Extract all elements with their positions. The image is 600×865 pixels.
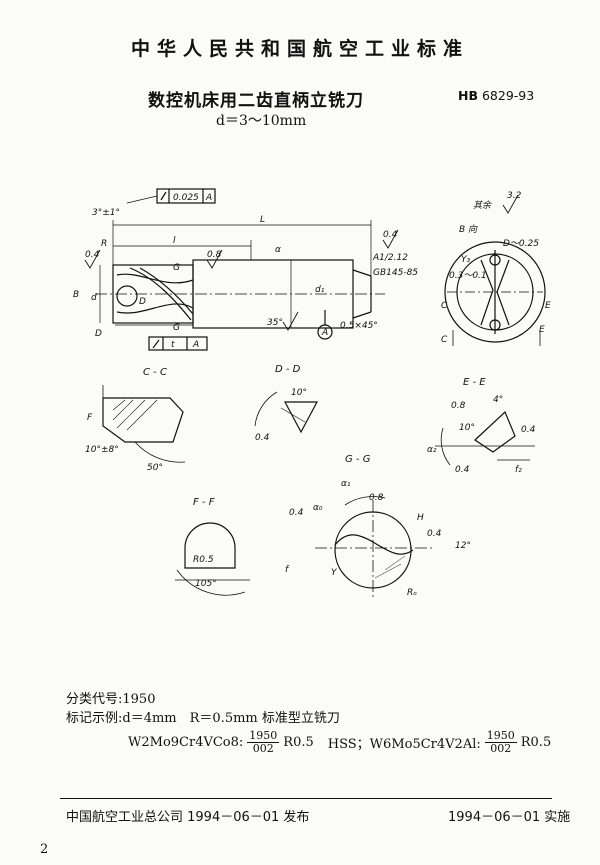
ee-r3-label: 0.4 (455, 465, 470, 475)
dim-d-label: d (91, 293, 97, 303)
formula-left-suffix: R0.5 (283, 735, 314, 750)
issued-by: 中国航空工业总公司 1994－06－01 发布 (66, 810, 310, 825)
document-title: 数控机床用二齿直柄立铣刀 (148, 91, 364, 111)
gg-r04b-label: 0.4 (427, 529, 442, 539)
gg-y-label: Y (331, 568, 338, 578)
roughness-rest-label: 其余 (473, 200, 492, 211)
view-b-val: 0.3～0.1 (449, 271, 487, 281)
standard-prefix: HB (458, 88, 478, 103)
section-d-label: D (95, 329, 102, 339)
formula-right-suffix: R0.5 (520, 735, 552, 750)
ee-angle2-label: 10° (459, 423, 475, 433)
standard-code: HB 6829-93 (458, 88, 534, 103)
view-b-c2: C (441, 335, 448, 345)
formula-left-fraction: 1950 002 (247, 729, 280, 755)
section-ee-title: E - E (463, 377, 486, 388)
marking-example: 标记示例:d＝4mm R＝0.5mm 标准型立铣刀 (66, 711, 340, 726)
helix-angle: 35° (267, 318, 283, 328)
formula-left-denominator: 002 (252, 742, 274, 755)
implementation-date: 1994－06－01 实施 (448, 810, 571, 825)
gg-ro-label: Rₒ (407, 588, 417, 598)
section-e-e (435, 410, 535, 466)
tol-t-label: t (171, 340, 175, 350)
gg-r08-label: 0.8 (369, 493, 384, 503)
cc-f-label: F (87, 413, 93, 423)
dim-d1-label: d₁ (315, 285, 325, 295)
runout-value: 0.025 (173, 193, 199, 203)
alpha-label: α (275, 245, 281, 255)
section-g-bottom: G (173, 323, 180, 333)
thread-b-label: GB145-85 (373, 268, 418, 278)
cc-angle2-label: 50° (147, 463, 163, 473)
end-view-b (444, 241, 546, 346)
ee-angle1-label: 4° (493, 395, 503, 405)
ee-f2-label: f₂ (515, 465, 522, 475)
chamfer-label: 0.5×45° (340, 321, 378, 331)
gg-alpha1-label: α₁ (341, 479, 351, 489)
formula-left-prefix: W2Mo9Cr4VCo8: (128, 735, 244, 750)
datum-a-label: A (205, 193, 212, 203)
dd-angle-label: 10° (291, 388, 307, 398)
footer-rule (60, 798, 552, 799)
tol-a-label: A (192, 340, 199, 350)
ee-r1-label: 0.8 (451, 401, 466, 411)
page-number: 2 (40, 842, 49, 857)
ff-angle-label: 105° (195, 579, 217, 589)
section-g-g (315, 496, 435, 600)
section-d-d (254, 391, 318, 434)
radius-label: R (101, 239, 107, 249)
section-f-f (175, 522, 250, 596)
roughness-rest-value: 3.2 (507, 191, 522, 201)
dim-l-label: l (173, 236, 176, 246)
section-ff-title: F - F (193, 497, 215, 508)
ff-r-label: R0.5 (193, 555, 214, 565)
section-g-top: G (173, 263, 180, 273)
gg-h-label: H (417, 513, 424, 523)
gg-r04-label: 0.4 (289, 508, 304, 518)
formula-right-fraction: 1950 002 (484, 729, 517, 755)
section-dd-title: D - D (275, 364, 301, 375)
rough-04-right: 0.4 (383, 230, 398, 240)
section-cc-title: C - C (143, 367, 167, 378)
runout-frame-top (126, 188, 216, 204)
formula-right-numerator: 1950 (484, 729, 517, 743)
classification-code: 分类代号:1950 (66, 692, 156, 707)
view-b-e: E (539, 325, 545, 335)
size-range: d＝3～10mm (216, 113, 307, 129)
formula-right-denominator: 002 (490, 742, 512, 755)
organization-heading: 中华人民共和国航空工业标准 (130, 38, 469, 60)
angle-top-label: 3°±1° (92, 208, 120, 218)
formula-left-numerator: 1950 (247, 729, 280, 743)
datum-a-circle-label: A (321, 328, 328, 338)
ee-alpha2-label: α₂ (427, 445, 437, 455)
cc-angle-label: 10°±8° (85, 445, 119, 455)
view-b-y3: Y₃ (461, 255, 470, 265)
section-gg-title: G - G (345, 454, 371, 465)
dim-L-label: L (260, 215, 265, 225)
marking-formula: W2Mo9Cr4VCo8: 1950 002 R0.5 HSS；W6Mo5Cr4… (128, 730, 551, 755)
runout-frame-bottom (148, 336, 208, 351)
gg-alpha0-label: α₀ (313, 503, 323, 513)
view-b-dim: D～0.25 (503, 239, 539, 249)
rough-08-mid: 0.8 (207, 250, 222, 260)
gg-f-label: f (285, 565, 290, 575)
view-b-e2: E (545, 301, 551, 311)
view-b-c: C (441, 301, 448, 311)
dd-r-label: 0.4 (255, 433, 270, 443)
standard-number: 6829-93 (481, 88, 535, 103)
view-b-title: B 向 (459, 224, 478, 235)
section-b-label: B (73, 290, 79, 300)
formula-mid: HSS；W6Mo5Cr4V2Al: (327, 737, 481, 752)
ee-r2-label: 0.4 (521, 425, 536, 435)
rough-04-left: 0.4 (85, 250, 100, 260)
technical-drawing: 3°±1° 0.025 A L l R α 0.4 0.8 0.4 G G B … (73, 188, 551, 600)
section-c-c (102, 385, 186, 463)
cutter-side-view (95, 220, 385, 329)
thread-a-label: A1/2.12 (372, 253, 408, 263)
gg-angle-label: 12° (455, 541, 471, 551)
section-d-inner: D (139, 297, 146, 307)
